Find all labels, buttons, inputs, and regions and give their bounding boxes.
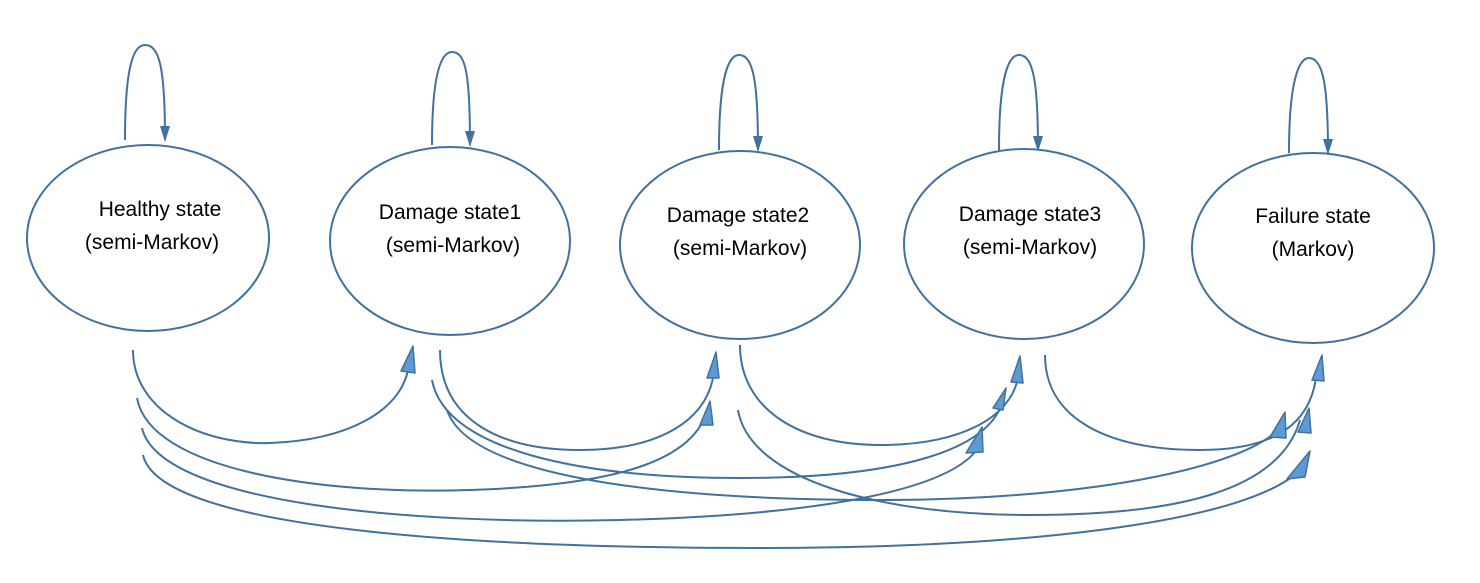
arrowhead-to-damage2-from-damage1 bbox=[706, 351, 720, 379]
state-sublabel-healthy: (semi-Markov) bbox=[85, 231, 219, 254]
arrowhead-to-failure-from-damage3 bbox=[1311, 354, 1325, 382]
transition-curves bbox=[132, 344, 1317, 550]
self-loop-arrowheads bbox=[160, 126, 1333, 155]
self-loop-failure-state bbox=[1288, 56, 1329, 154]
states: Healthy state (semi-Markov) Damage state… bbox=[26, 144, 1435, 344]
self-loop-arrowhead-damage-state2 bbox=[753, 136, 763, 152]
arrowhead-to-failure-from-healthy bbox=[1286, 450, 1311, 480]
state-sublabel-damage-2: (semi-Markov) bbox=[673, 237, 807, 260]
arrowhead-to-damage3-from-damage1 bbox=[992, 387, 1007, 411]
state-node-healthy bbox=[26, 144, 270, 332]
state-label-failure: Failure state bbox=[1255, 205, 1371, 228]
self-loop-damage-state3 bbox=[998, 53, 1039, 151]
state-node-failure bbox=[1191, 152, 1435, 344]
state-label-damage-1: Damage state1 bbox=[379, 201, 521, 224]
transition-damage1-to-damage3 bbox=[431, 379, 1004, 480]
transition-healthy-to-damage3 bbox=[141, 427, 979, 522]
transition-healthy-to-damage2 bbox=[136, 397, 709, 492]
state-damage-3: Damage state3 (semi-Markov) bbox=[903, 148, 1145, 340]
state-node-damage-2 bbox=[619, 150, 861, 340]
transition-damage1-to-damage2 bbox=[439, 349, 715, 452]
state-damage-1: Damage state1 (semi-Markov) bbox=[329, 146, 571, 336]
self-loop-arrowhead-failure-state bbox=[1323, 139, 1333, 155]
arrowhead-to-damage1-from-healthy bbox=[400, 345, 416, 374]
arrowhead-to-damage3-from-healthy bbox=[965, 426, 984, 454]
state-label-healthy: Healthy state bbox=[99, 198, 222, 221]
transition-healthy-to-failure bbox=[142, 454, 1301, 550]
state-label-damage-3: Damage state3 bbox=[959, 203, 1101, 226]
state-node-damage-3 bbox=[903, 148, 1145, 340]
self-loop-arrowhead-damage-state3 bbox=[1033, 136, 1043, 152]
state-sublabel-damage-1: (semi-Markov) bbox=[386, 234, 520, 257]
self-loop-healthy-state bbox=[124, 43, 166, 141]
state-failure: Failure state (Markov) bbox=[1191, 152, 1435, 344]
self-loop-arrowhead-healthy-state bbox=[160, 126, 170, 142]
self-loop-damage-state1 bbox=[431, 50, 471, 146]
state-sublabel-damage-3: (semi-Markov) bbox=[963, 236, 1097, 259]
self-loop-arrowhead-damage-state1 bbox=[465, 131, 475, 147]
arrowhead-to-failure-from-damage1 bbox=[1269, 411, 1287, 439]
state-label-damage-2: Damage state2 bbox=[667, 204, 809, 227]
arrowhead-to-damage2-from-healthy bbox=[699, 400, 714, 426]
transition-damage1-to-failure bbox=[446, 409, 1281, 502]
state-damage-2: Damage state2 (semi-Markov) bbox=[619, 150, 861, 340]
arrowhead-to-failure-from-damage2 bbox=[1297, 407, 1312, 434]
transition-arrowheads bbox=[400, 345, 1325, 480]
transition-healthy-to-damage1 bbox=[132, 349, 409, 445]
self-loops bbox=[124, 43, 1329, 154]
transition-damage3-to-failure bbox=[1044, 354, 1317, 452]
transition-damage2-to-failure bbox=[737, 409, 1301, 517]
self-loop-damage-state2 bbox=[718, 53, 759, 151]
state-sublabel-failure: (Markov) bbox=[1272, 238, 1355, 261]
state-node-damage-1 bbox=[329, 146, 571, 336]
state-healthy: Healthy state (semi-Markov) bbox=[26, 144, 270, 332]
transition-damage2-to-damage3 bbox=[739, 344, 1019, 447]
arrowhead-to-damage3-from-damage2 bbox=[1010, 355, 1024, 384]
